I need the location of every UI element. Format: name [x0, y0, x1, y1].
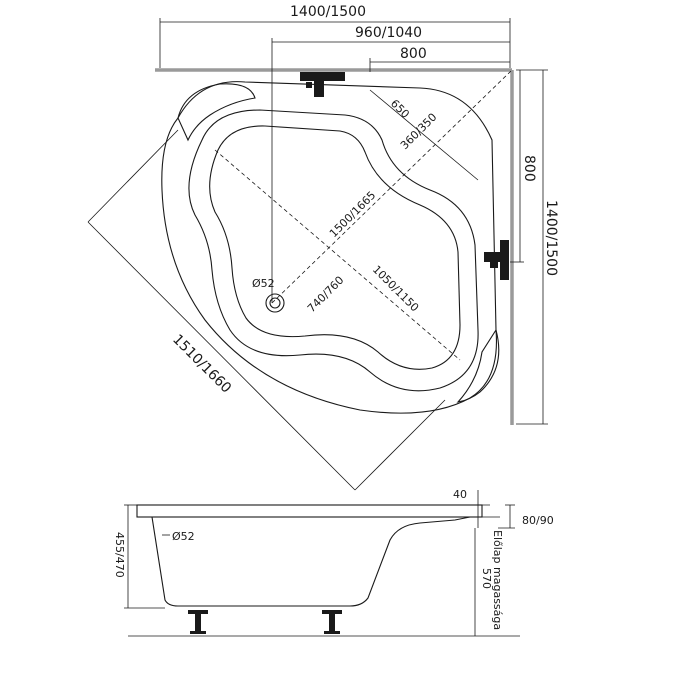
tub-outer-rim	[161, 81, 498, 414]
right-headrest	[456, 328, 500, 403]
side-view: Ø52 455/470 40 80/90 570 Előlap magasság…	[113, 488, 554, 637]
side-rim	[136, 504, 483, 518]
dim-80-90: 80/90	[522, 514, 554, 527]
basin-rim	[188, 109, 479, 392]
side-mixer-icon	[484, 240, 509, 280]
dim-1050-1150: 1050/1150	[370, 263, 421, 314]
dim-740-760: 740/760	[305, 274, 347, 316]
dim-inner-width: 960/1040	[355, 25, 422, 41]
dim-800-right: 800	[521, 155, 537, 182]
dim-455-470: 455/470	[113, 532, 126, 578]
right-foot-icon	[322, 610, 342, 634]
side-drain-label: Ø52	[172, 530, 195, 543]
top-drain-label: Ø52	[252, 277, 275, 290]
drain-icon	[265, 293, 285, 313]
front-panel-label: Előlap magassága	[491, 530, 504, 630]
dim-overall-height: 1400/1500	[543, 200, 559, 276]
basin-floor	[209, 125, 461, 370]
dim-overall-width: 1400/1500	[290, 4, 366, 20]
dim-800-top: 800	[400, 46, 427, 62]
left-foot-icon	[188, 610, 208, 634]
dim-650: 650	[388, 97, 412, 121]
left-headrest	[177, 83, 256, 142]
side-body	[151, 516, 471, 607]
mixer-icon	[300, 72, 345, 97]
dim-1500-1665: 1500/1665	[327, 189, 378, 240]
top-view: 1400/1500 960/1040 800 800 1400/1500 650…	[87, 4, 559, 491]
dim-40: 40	[453, 488, 467, 501]
dim-570: 570	[480, 568, 493, 589]
